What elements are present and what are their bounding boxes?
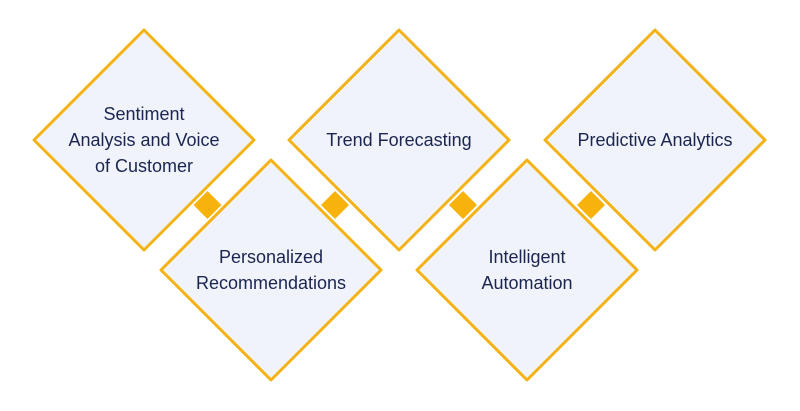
- node-label-automation-line-2: Automation: [481, 273, 572, 293]
- node-label-sentiment-line-2: Analysis and Voice: [68, 130, 219, 150]
- node-trend: Trend Forecasting: [287, 28, 511, 252]
- node-diamond-personalized: [159, 158, 383, 382]
- connector-trend-automation: [449, 191, 477, 219]
- node-label-predictive-line-1: Predictive Analytics: [577, 130, 732, 150]
- node-label-sentiment-line-1: Sentiment: [103, 104, 184, 124]
- node-diamond-automation: [415, 158, 639, 382]
- node-label-personalized-line-2: Recommendations: [196, 273, 346, 293]
- connectors-layer: [193, 191, 605, 219]
- node-predictive: Predictive Analytics: [543, 28, 767, 252]
- connector-personalized-trend: [321, 191, 349, 219]
- node-diamond-predictive: [543, 28, 767, 252]
- connector-automation-predictive: [577, 191, 605, 219]
- node-diamond-sentiment: [32, 28, 256, 252]
- node-label-trend-line-1: Trend Forecasting: [326, 130, 471, 150]
- node-label-personalized-line-1: Personalized: [219, 247, 323, 267]
- node-label-sentiment-line-3: of Customer: [95, 156, 193, 176]
- node-label-automation-line-1: Intelligent: [488, 247, 565, 267]
- connector-sentiment-personalized: [193, 191, 222, 219]
- node-diamond-trend: [287, 28, 511, 252]
